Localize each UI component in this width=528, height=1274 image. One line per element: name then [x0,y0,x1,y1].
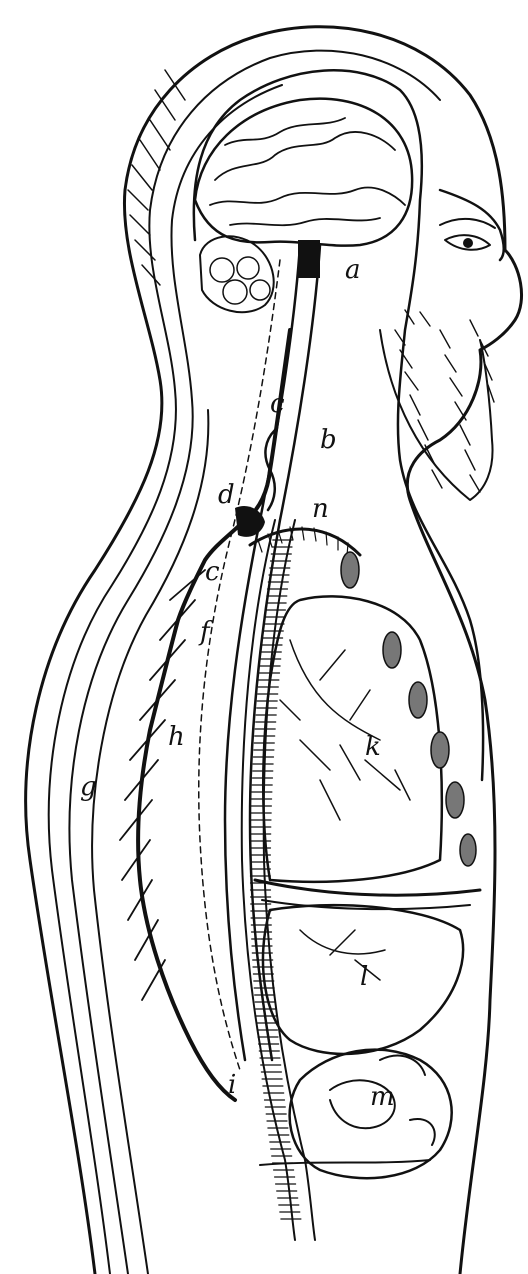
collarbone-band [250,527,360,556]
label-b: b [320,425,337,455]
intestines [260,1050,452,1179]
label-l: l [360,962,368,992]
label-c-upper: c [270,389,285,419]
diaphragm [255,880,480,909]
lung [263,596,442,881]
beard [380,310,494,500]
face [440,190,504,260]
label-d: d [218,480,235,510]
brain [195,99,412,313]
label-k: k [365,732,381,762]
label-g: g [80,772,97,802]
label-i: i [228,1070,236,1100]
label-a: a [345,255,361,285]
label-m: m [370,1082,395,1112]
label-h: h [168,722,185,752]
label-n: n [312,494,329,524]
label-c-lower: c [205,557,220,587]
